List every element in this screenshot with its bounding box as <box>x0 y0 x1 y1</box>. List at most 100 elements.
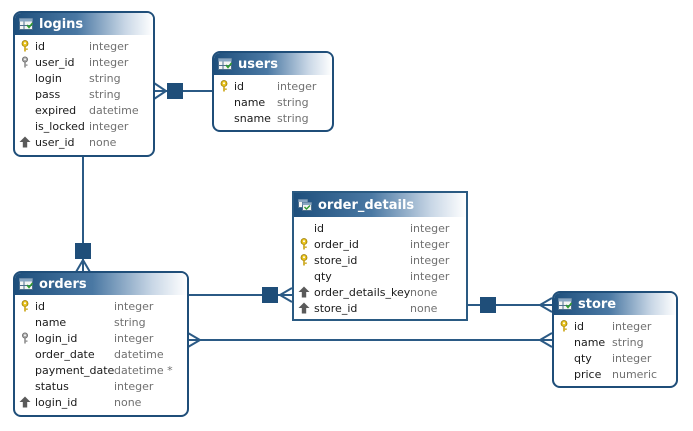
field-name: id <box>35 299 46 313</box>
table-title: orders <box>39 276 87 292</box>
field-name: is_locked <box>35 119 85 133</box>
field-name: payment_date <box>35 363 115 377</box>
field-type: string <box>89 71 121 85</box>
table-header[interactable]: orders <box>15 273 187 295</box>
field-type: integer <box>114 299 154 313</box>
field-row[interactable]: status integer <box>15 378 187 394</box>
primary-key-icon <box>214 80 234 92</box>
field-name: qty <box>574 351 592 365</box>
field-row[interactable]: order_date datetime <box>15 346 187 362</box>
reference-arrow-icon <box>15 396 35 408</box>
field-type: integer <box>114 379 154 393</box>
field-name: id <box>574 319 585 333</box>
field-name: name <box>35 315 67 329</box>
field-type: integer <box>410 253 450 267</box>
table-link-icon <box>298 199 312 211</box>
reference-arrow-icon <box>294 286 314 298</box>
field-row[interactable]: login string <box>15 70 153 86</box>
primary-key-icon <box>15 40 35 52</box>
field-type: string <box>277 95 309 109</box>
table-icon <box>19 278 33 290</box>
field-type: numeric <box>612 367 658 381</box>
connector-square-logins <box>75 243 91 259</box>
field-row[interactable]: id integer <box>554 318 676 334</box>
field-type: string <box>277 111 309 125</box>
field-type: integer <box>89 39 129 53</box>
field-type: integer <box>114 331 154 345</box>
table-header[interactable]: users <box>214 53 332 75</box>
field-type: integer <box>612 319 652 333</box>
table-icon <box>218 58 232 70</box>
field-name: login_id <box>35 395 78 409</box>
crowfoot-orders-top <box>75 258 91 273</box>
table-header[interactable]: logins <box>15 13 153 35</box>
crowfoot-orders-side <box>187 332 202 348</box>
field-name: expired <box>35 103 77 117</box>
field-type: integer <box>410 221 450 235</box>
field-type: integer <box>277 79 317 93</box>
field-name: sname <box>234 111 271 125</box>
field-name: store_id <box>314 253 358 267</box>
table-header[interactable]: store <box>554 293 676 315</box>
field-row[interactable]: price numeric <box>554 366 676 382</box>
table-icon <box>558 298 572 310</box>
field-name: login <box>35 71 62 85</box>
field-type: none <box>410 285 438 299</box>
field-row[interactable]: sname string <box>214 110 332 126</box>
connector-square-orders <box>262 287 278 303</box>
crowfoot-store-top <box>538 297 553 313</box>
field-name: pass <box>35 87 61 101</box>
field-name: order_date <box>35 347 95 361</box>
field-type: none <box>114 395 142 409</box>
field-name: name <box>574 335 606 349</box>
field-type: integer <box>89 55 129 69</box>
field-type: datetime <box>114 347 164 361</box>
field-row[interactable]: id integer <box>214 78 332 94</box>
field-type: integer <box>89 119 129 133</box>
table-title: logins <box>39 16 84 32</box>
connector-square-order-details <box>480 297 496 313</box>
field-row[interactable]: id integer <box>294 220 466 236</box>
field-name: price <box>574 367 602 381</box>
field-name: order_id <box>314 237 359 251</box>
field-type: none <box>89 135 117 149</box>
field-row[interactable]: is_locked integer <box>15 118 153 134</box>
field-row[interactable]: store_id integer <box>294 252 466 268</box>
primary-key-icon <box>294 254 314 266</box>
foreign-key-icon <box>15 56 35 68</box>
field-name: status <box>35 379 69 393</box>
table-title: store <box>578 296 617 312</box>
foreign-key-icon <box>15 332 35 344</box>
table-header[interactable]: order_details <box>294 193 466 217</box>
field-row[interactable]: expired datetime <box>15 102 153 118</box>
field-row[interactable]: id integer <box>15 298 187 314</box>
table-icon <box>19 18 33 30</box>
reference-arrow-icon <box>294 302 314 314</box>
crowfoot-order-details <box>278 287 293 303</box>
table-title: users <box>238 56 278 72</box>
field-name: id <box>234 79 245 93</box>
field-row[interactable]: login_id none <box>15 394 187 410</box>
primary-key-icon <box>15 300 35 312</box>
field-name: id <box>314 221 325 235</box>
field-type: datetime <box>89 103 139 117</box>
